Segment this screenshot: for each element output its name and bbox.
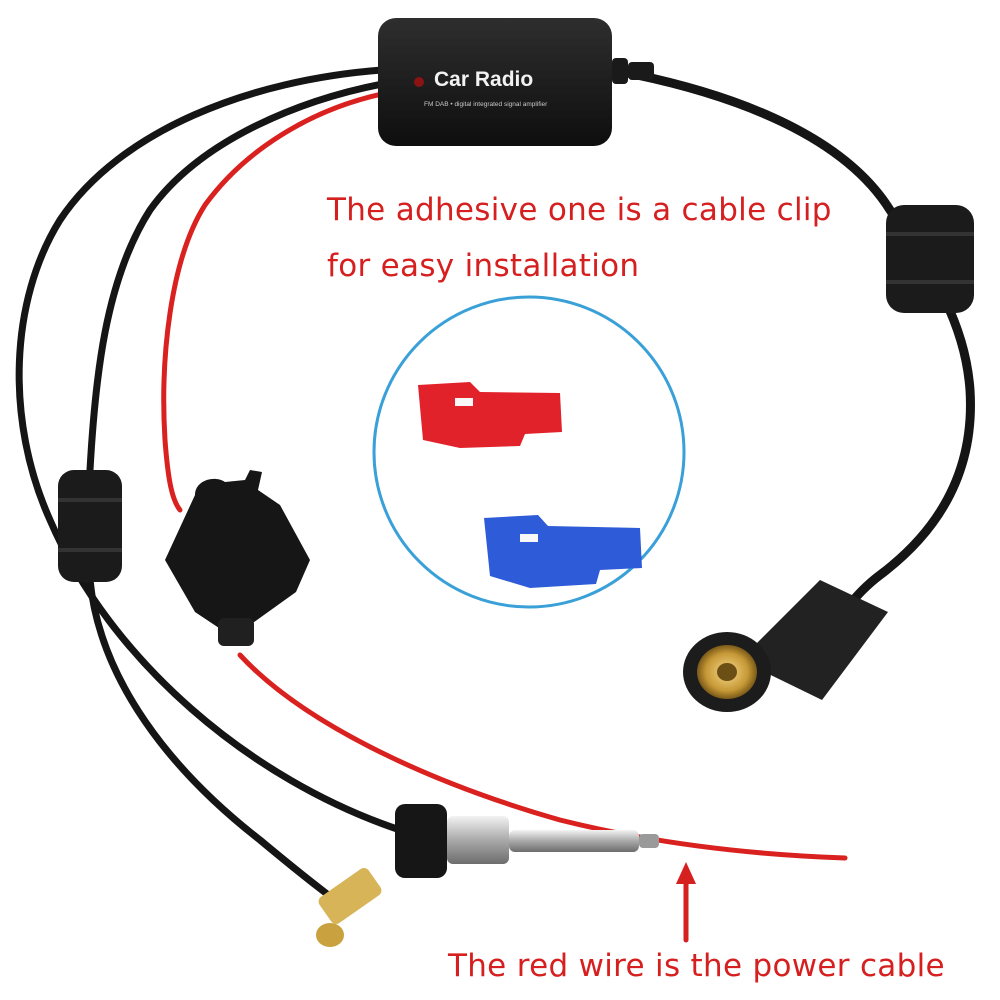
arrow-up-icon <box>676 862 696 943</box>
black-cable-right <box>607 65 975 620</box>
caption-top-line1: The adhesive one is a cable clip <box>327 192 832 228</box>
female-antenna-connector <box>683 580 888 712</box>
black-cable-outer <box>15 66 404 834</box>
amplifier-sub-label: FM DAB • digital integrated signal ampli… <box>424 101 548 108</box>
red-power-wire <box>161 91 848 861</box>
black-cable-inner <box>86 80 386 904</box>
caption-top-line2: for easy installation <box>327 248 640 284</box>
amplifier-box <box>378 18 654 146</box>
red-cable-clip <box>418 382 562 448</box>
ferrite-core-right <box>886 205 974 313</box>
cable-clip-circle <box>372 295 686 609</box>
caption-bottom: The red wire is the power cable <box>448 948 945 984</box>
fuse-holder <box>165 470 310 646</box>
male-antenna-plug <box>395 804 659 878</box>
led-indicator <box>414 77 424 87</box>
blue-cable-clip <box>484 515 642 588</box>
smb-connector <box>316 868 382 947</box>
ferrite-core-left <box>58 470 122 582</box>
amplifier-brand-label: Car Radio <box>434 68 534 91</box>
